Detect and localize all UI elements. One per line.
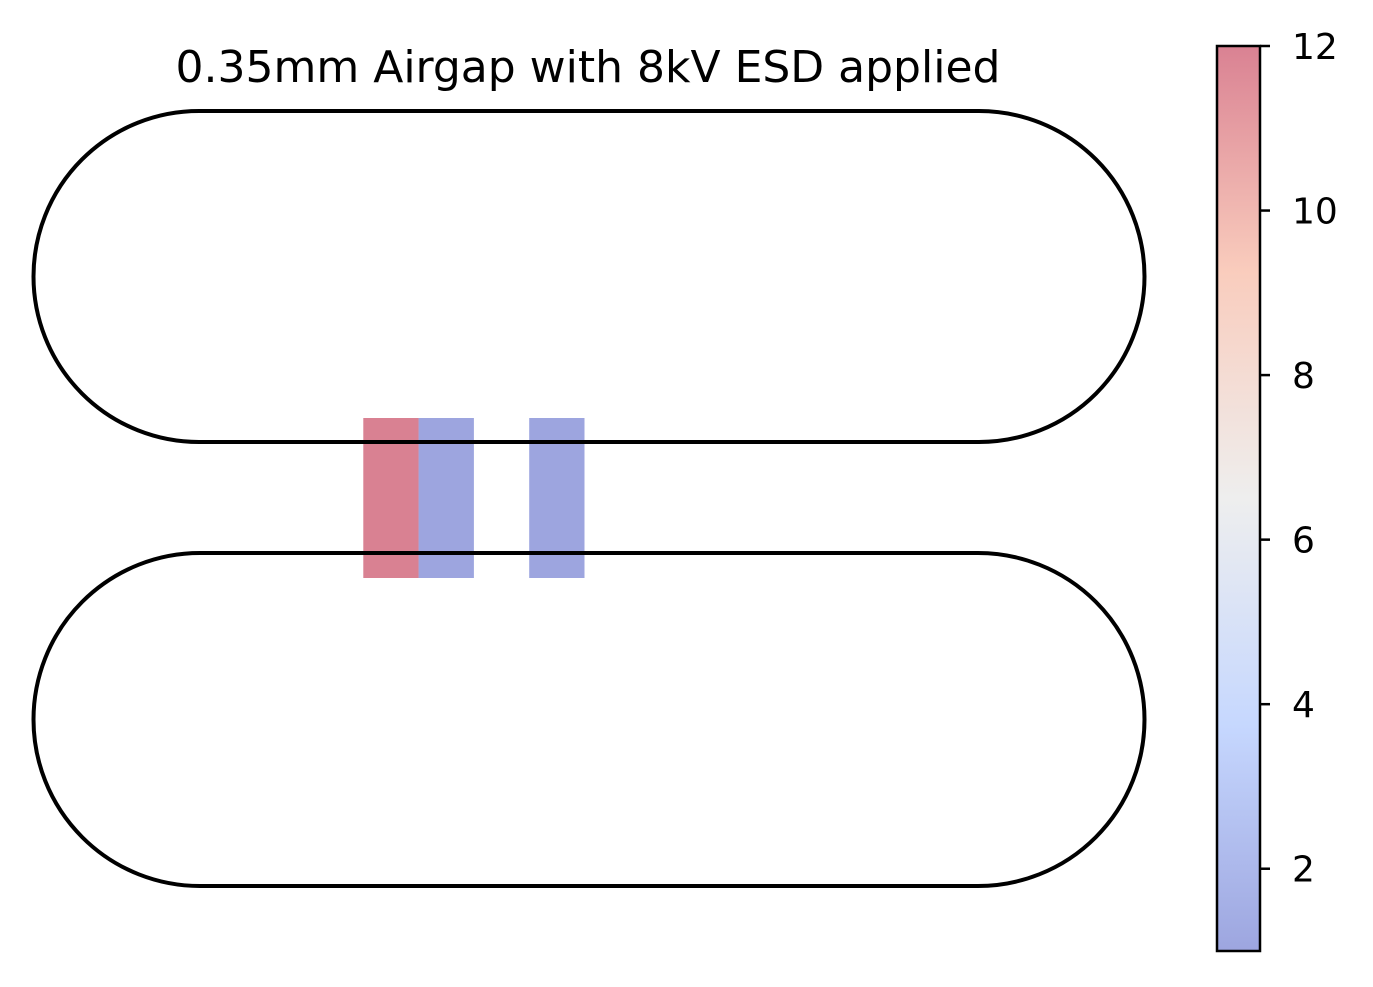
colorbar: 2 4 6 8 10 12 [1215, 27, 1338, 953]
chart-title: 0.35mm Airgap with 8kV ESD applied [176, 42, 1001, 93]
colorbar-tick-label-4: 4 [1292, 685, 1315, 726]
colorbar-tick-label-2: 2 [1292, 850, 1315, 891]
lower-stadium-outline [31, 551, 1147, 888]
heatmap-cells [363, 418, 585, 578]
colorbar-tick-label-12: 12 [1292, 27, 1338, 68]
outline-shapes [31, 109, 1147, 888]
upper-stadium-outline [31, 109, 1147, 444]
colorbar-tick-label-6: 6 [1292, 521, 1315, 562]
colorbar-gradient [1215, 44, 1262, 953]
colorbar-tick-label-10: 10 [1292, 192, 1338, 233]
colorbar-tick-label-8: 8 [1292, 356, 1315, 397]
